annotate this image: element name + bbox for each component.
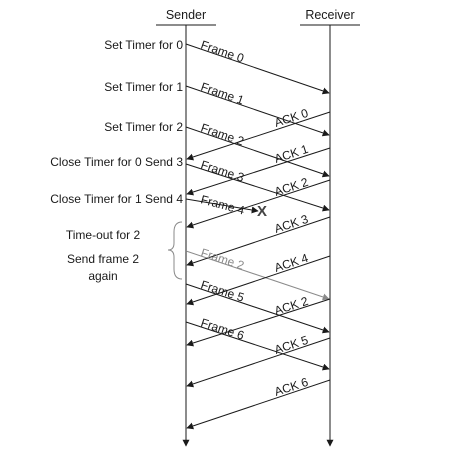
ack-label: ACK 2	[273, 294, 311, 318]
event-label: Set Timer for 1	[104, 80, 183, 94]
ack-arrow	[186, 111, 331, 161]
frame-label: Frame 0	[199, 38, 246, 66]
frame-arrow	[185, 283, 330, 334]
frame-arrow-lost	[185, 198, 259, 214]
ack-label: ACK 2	[273, 175, 311, 199]
event-label: Close Timer for 1 Send 4	[50, 192, 183, 206]
ack-label: ACK 4	[273, 251, 311, 275]
frame-arrow	[185, 43, 330, 95]
ack-arrow	[186, 337, 331, 388]
frame-label: Frame 1	[199, 80, 246, 108]
frame-label: Frame 2	[199, 121, 246, 149]
frame-arrow-retransmit	[185, 250, 330, 301]
event-label: Close Timer for 0 Send 3	[50, 155, 183, 169]
event-label: Time-out for 2	[66, 228, 141, 242]
frame-arrow	[185, 126, 330, 178]
frame-lost-marker: X	[257, 203, 267, 220]
frame-label-retransmit: Frame 2	[199, 246, 246, 273]
ack-label: ACK 1	[273, 142, 311, 166]
event-label: Send frame 2	[67, 252, 139, 266]
frame-label: Frame 3	[199, 158, 246, 185]
ack-arrow	[186, 179, 331, 229]
frame-label: Frame 4	[199, 192, 246, 217]
ack-arrow	[186, 298, 331, 347]
ack-arrow	[186, 147, 331, 196]
receiver-header: Receiver	[305, 8, 354, 22]
event-label: again	[88, 269, 117, 283]
frame-arrow	[185, 321, 330, 371]
frame-label: Frame 5	[199, 278, 246, 305]
ack-arrow	[186, 216, 331, 267]
ack-label: ACK 3	[273, 212, 311, 236]
timeout-brace	[167, 221, 183, 280]
event-label: Set Timer for 2	[104, 120, 183, 134]
sender-header: Sender	[166, 8, 206, 22]
ack-arrow	[186, 255, 331, 306]
ack-arrow	[186, 379, 331, 430]
ack-label: ACK 6	[273, 375, 311, 399]
frame-arrow	[185, 85, 330, 137]
event-label: Set Timer for 0	[104, 38, 183, 52]
frame-arrow	[185, 163, 330, 212]
ack-label: ACK 5	[273, 333, 311, 357]
